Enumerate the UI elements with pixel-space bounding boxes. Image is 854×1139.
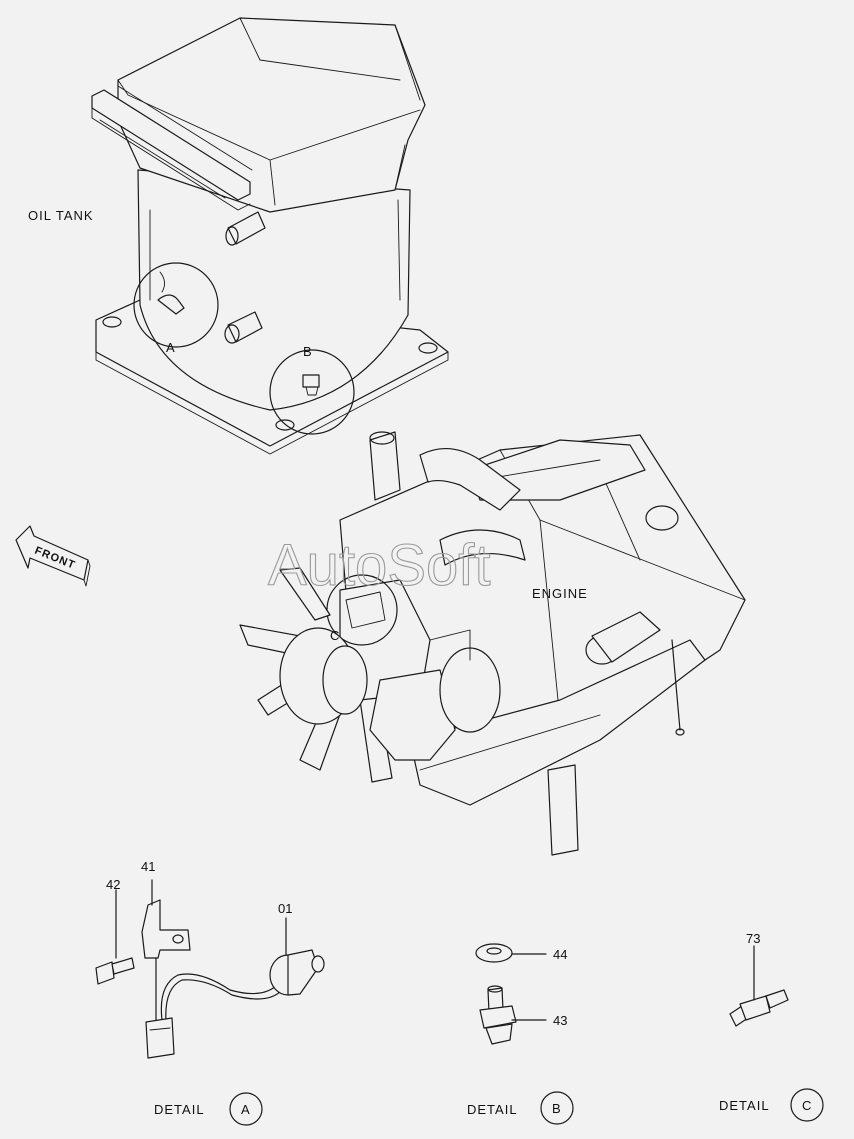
detail-b-circle: [540, 1091, 574, 1125]
detail-a-callout-circle: [133, 262, 219, 348]
autosoft-watermark: AutoSoft: [268, 533, 490, 598]
detail-a-circle: [229, 1092, 263, 1126]
fan-drawing: [239, 567, 393, 783]
part-number-41: 41: [141, 859, 155, 874]
bolt-42-icon: [95, 889, 135, 985]
sensor-43-icon: [479, 985, 547, 1045]
bracket-41-icon: [141, 879, 191, 959]
detail-a-callout-letter: A: [166, 340, 176, 355]
detail-b-parts: [475, 943, 547, 1045]
detail-b-callout-circle: [269, 349, 355, 435]
part-number-44: 44: [553, 947, 567, 962]
oil-tank-label: OIL TANK: [28, 208, 94, 223]
oil-tank-drawing: [91, 17, 449, 455]
detail-a-caption: DETAIL A: [154, 1092, 263, 1126]
detail-b-word: DETAIL: [467, 1102, 518, 1117]
detail-b-callout-letter: B: [303, 344, 313, 359]
detail-c-caption: DETAIL C: [719, 1088, 824, 1122]
detail-c-callout-letter: C: [330, 628, 340, 643]
detail-b-caption: DETAIL B: [467, 1091, 574, 1125]
part-number-42: 42: [106, 877, 120, 892]
detail-b-letter: B: [552, 1101, 562, 1116]
detail-a-parts: [95, 879, 325, 1059]
part-number-43: 43: [553, 1013, 567, 1028]
detail-c-circle: [790, 1088, 824, 1122]
washer-44-icon: [475, 943, 547, 963]
engine-drawing: [239, 431, 746, 856]
front-arrow-icon: [15, 525, 91, 587]
part-number-01: 01: [278, 901, 292, 916]
sensor-73-icon: [729, 945, 789, 1027]
detail-c-word: DETAIL: [719, 1098, 770, 1113]
detail-a-word: DETAIL: [154, 1102, 205, 1117]
detail-a-letter: A: [241, 1102, 251, 1117]
detail-c-parts: [729, 945, 789, 1027]
detail-c-letter: C: [802, 1098, 812, 1113]
engine-label: ENGINE: [532, 586, 588, 601]
part-number-73: 73: [746, 931, 760, 946]
pressure-switch-01-icon: [269, 917, 325, 996]
